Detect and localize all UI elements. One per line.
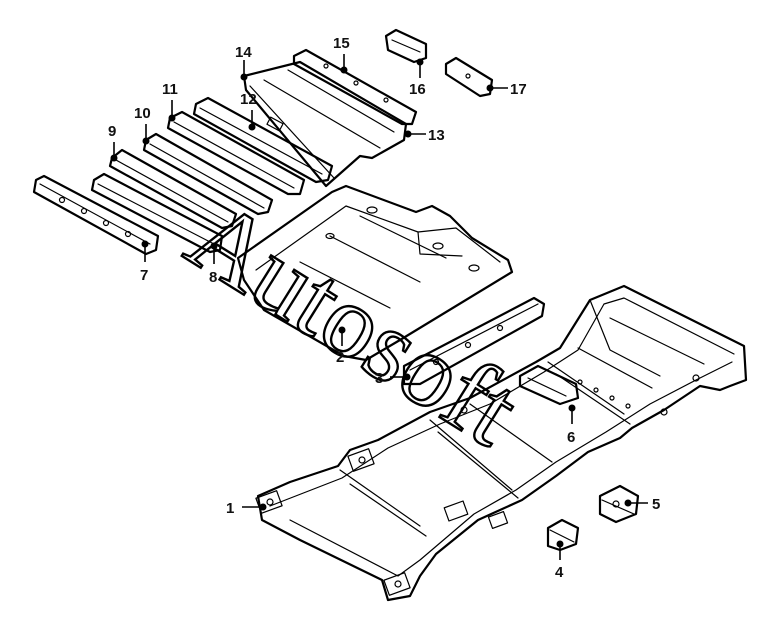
callout-3: 3 [375, 370, 411, 387]
callout-label-5: 5 [652, 496, 660, 513]
part-11-crossmember [166, 110, 306, 196]
callout-label-13: 13 [428, 127, 445, 144]
callout-6: 6 [567, 404, 576, 446]
callout-label-6: 6 [567, 429, 575, 446]
callout-7: 7 [140, 240, 149, 284]
part-12-crossmember [192, 96, 334, 184]
part-10-crossmember [142, 132, 274, 216]
callout-11: 11 [162, 81, 178, 122]
callout-label-16: 16 [409, 81, 426, 98]
callout-16: 16 [409, 58, 426, 98]
part-1-chassis-frame [255, 284, 748, 602]
part-8-crossmember [90, 172, 224, 254]
part-5-body-mount [598, 484, 640, 524]
callout-label-9: 9 [108, 123, 116, 140]
callout-label-12: 12 [240, 91, 257, 108]
callout-9: 9 [108, 123, 118, 162]
callout-label-17: 17 [510, 81, 527, 98]
callout-17: 17 [486, 81, 527, 98]
callout-label-14: 14 [235, 44, 252, 61]
callout-label-11: 11 [162, 81, 178, 98]
callout-label-7: 7 [140, 267, 148, 284]
part-13-rear-floor-panel [242, 60, 408, 188]
part-4-body-mount [546, 518, 580, 552]
callout-label-4: 4 [555, 564, 564, 581]
callout-14: 14 [235, 44, 252, 81]
watermark: Autosoft [168, 176, 540, 469]
part-16-bracket [384, 28, 428, 64]
callout-8: 8 [209, 242, 218, 286]
callout-10: 10 [134, 105, 151, 145]
part-9-crossmember [108, 148, 238, 230]
part-7-front-crossmember [32, 174, 160, 256]
part-2-main-floor-panel [236, 184, 514, 362]
callout-label-15: 15 [333, 35, 350, 52]
callout-15: 15 [333, 35, 350, 74]
callout-label-10: 10 [134, 105, 151, 122]
callout-label-2: 2 [336, 349, 344, 366]
callout-label-8: 8 [209, 269, 217, 286]
callout-label-1: 1 [226, 500, 234, 517]
callout-12: 12 [240, 91, 257, 131]
part-15-rear-sill [292, 48, 418, 126]
callout-label-3: 3 [375, 370, 383, 387]
callout-2: 2 [336, 326, 346, 366]
callout-4: 4 [555, 540, 564, 581]
watermark-text: Autosoft [169, 177, 539, 467]
part-17-plate [444, 56, 494, 98]
part-3-side-rail [402, 296, 546, 386]
callout-13: 13 [404, 127, 445, 144]
callout-1: 1 [226, 500, 267, 517]
callout-5: 5 [624, 496, 660, 513]
